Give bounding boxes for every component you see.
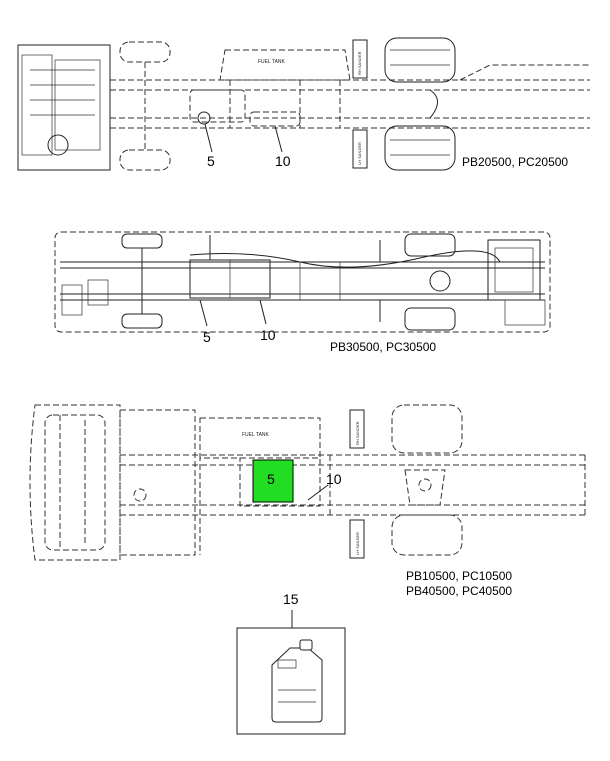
callout-5: 5 xyxy=(203,329,211,345)
fuel-tank-label: FUEL TANK xyxy=(258,59,286,65)
rear-wheel xyxy=(391,404,463,454)
item-15: 15 xyxy=(236,591,346,735)
sander-lh xyxy=(352,129,368,169)
callout-10: 10 xyxy=(275,153,291,169)
front-wheel xyxy=(119,41,171,63)
callout-5: 5 xyxy=(207,153,215,169)
fuel-tank xyxy=(219,49,351,81)
steering-wheel xyxy=(47,134,69,156)
highlighted-part-5[interactable] xyxy=(252,459,294,503)
rear-wheel xyxy=(404,307,456,331)
model-caption-2: PB40500, PC40500 xyxy=(406,584,512,598)
front-wheel xyxy=(121,233,163,249)
rear-cab xyxy=(487,239,541,301)
front-wheel xyxy=(119,149,171,171)
rear-wheel xyxy=(384,37,456,83)
svg-text:LH SANDER: LH SANDER xyxy=(357,142,362,165)
air-tank xyxy=(249,111,301,127)
wire-harness xyxy=(189,250,501,268)
fuel-tank-label: FUEL TANK xyxy=(242,432,270,438)
sander-lh xyxy=(349,519,365,559)
fuel-tank xyxy=(199,417,321,459)
svg-text:LH SANDER: LH SANDER xyxy=(355,532,360,555)
model-caption-1: PB10500, PC10500 xyxy=(406,569,512,583)
callout-15: 15 xyxy=(283,591,299,607)
svg-text:RH SANDER: RH SANDER xyxy=(355,421,360,445)
rear-wheel xyxy=(384,125,456,171)
jug-icon xyxy=(271,639,323,723)
front-wheel xyxy=(121,313,163,329)
sander-rh xyxy=(352,39,368,79)
callout-10: 10 xyxy=(260,327,276,343)
item-15-box[interactable] xyxy=(236,627,346,735)
callout-5: 5 xyxy=(267,471,275,487)
differential xyxy=(429,270,451,292)
axle-housing xyxy=(404,469,446,506)
callout-10: 10 xyxy=(326,471,342,487)
chassis-diagram-top: FUEL TANK RH SANDER LH SANDER 5 10 PB205… xyxy=(17,37,590,171)
cab-outline xyxy=(29,404,121,561)
chassis-diagram-middle: 5 10 PB30500, PC30500 xyxy=(54,231,551,354)
chassis-outline xyxy=(54,231,551,333)
model-caption: PB30500, PC30500 xyxy=(330,340,436,354)
cab-outline xyxy=(17,44,111,171)
sander-rh xyxy=(349,409,365,449)
chassis-diagram-lower: FUEL TANK 5 RH SANDER LH SANDER 10 PB105… xyxy=(29,404,586,598)
model-caption: PB20500, PC20500 xyxy=(462,155,568,169)
svg-text:RH SANDER: RH SANDER xyxy=(357,51,362,75)
rear-wheel xyxy=(391,514,463,556)
battery-box xyxy=(189,89,246,123)
